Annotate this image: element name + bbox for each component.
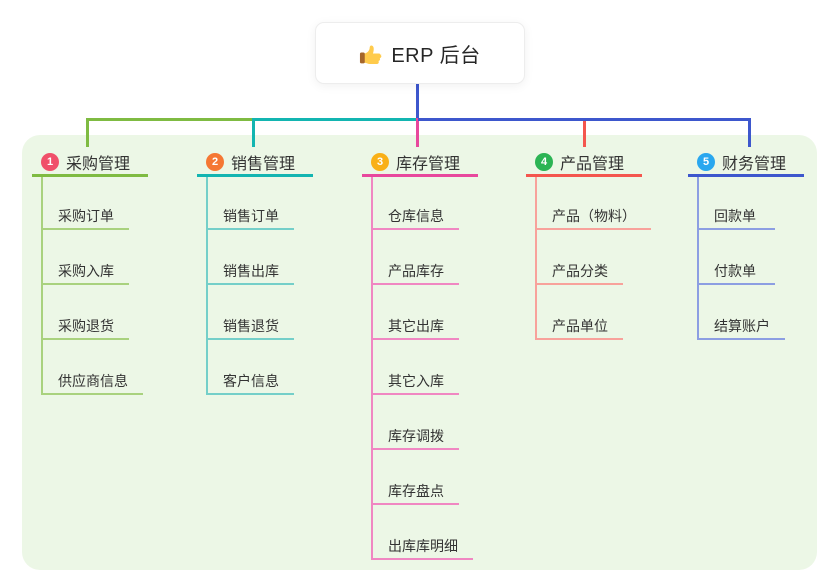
branch-bus-line: [252, 118, 421, 121]
child-underline: [206, 283, 294, 285]
branch-spine-line: [41, 177, 43, 395]
child-node[interactable]: 销售出库: [223, 263, 279, 279]
child-underline: [371, 393, 459, 395]
child-underline: [371, 283, 459, 285]
branch-spine-line: [371, 177, 373, 560]
branch-drop-line: [86, 121, 89, 147]
child-underline: [535, 338, 623, 340]
branch-title-underline: [526, 174, 642, 177]
child-node[interactable]: 客户信息: [223, 373, 279, 389]
child-underline: [206, 393, 294, 395]
child-underline: [371, 448, 459, 450]
child-node[interactable]: 付款单: [714, 263, 756, 279]
branch-number-badge: 5: [697, 153, 715, 171]
child-node[interactable]: 采购入库: [58, 263, 114, 279]
branch-node-4[interactable]: 4 产品管理: [535, 150, 624, 174]
branch-node-5[interactable]: 5 财务管理: [697, 150, 786, 174]
child-node[interactable]: 销售订单: [223, 208, 279, 224]
child-node[interactable]: 采购订单: [58, 208, 114, 224]
child-node[interactable]: 采购退货: [58, 318, 114, 334]
branch-title: 采购管理: [66, 156, 131, 173]
branch-number-badge: 2: [206, 153, 224, 171]
child-node[interactable]: 回款单: [714, 208, 756, 224]
child-node[interactable]: 供应商信息: [58, 373, 128, 389]
child-underline: [371, 503, 459, 505]
branch-title-underline: [197, 174, 313, 177]
child-underline: [371, 338, 459, 340]
root-title: ERP 后台: [391, 44, 481, 67]
child-node[interactable]: 产品库存: [388, 263, 444, 279]
branch-bus-line: [418, 118, 751, 121]
child-underline: [697, 228, 775, 230]
branch-spine-line: [206, 177, 208, 395]
child-underline: [697, 283, 775, 285]
child-underline: [371, 558, 473, 560]
thumbs-up-icon: [359, 42, 382, 65]
child-node[interactable]: 出库库明细: [388, 538, 458, 554]
child-underline: [41, 283, 129, 285]
child-node[interactable]: 其它入库: [388, 373, 444, 389]
child-node[interactable]: 其它出库: [388, 318, 444, 334]
child-underline: [697, 338, 785, 340]
branch-title: 销售管理: [231, 156, 296, 173]
branch-title-underline: [362, 174, 478, 177]
child-node[interactable]: 库存盘点: [388, 483, 444, 499]
child-underline: [41, 393, 143, 395]
branch-spine-line: [535, 177, 537, 340]
child-node[interactable]: 结算账户: [714, 318, 770, 334]
branch-title: 产品管理: [560, 156, 625, 173]
child-underline: [371, 228, 459, 230]
child-node[interactable]: 库存调拨: [388, 428, 444, 444]
child-underline: [41, 338, 129, 340]
branch-drop-line: [416, 121, 419, 147]
branch-drop-line: [252, 121, 255, 147]
child-underline: [535, 228, 651, 230]
child-underline: [206, 228, 294, 230]
mindmap-panel: [22, 135, 817, 570]
branch-number-badge: 3: [371, 153, 389, 171]
child-node[interactable]: 产品单位: [552, 318, 608, 334]
branch-number-badge: 4: [535, 153, 553, 171]
child-node[interactable]: 产品（物料）: [552, 208, 636, 224]
branch-number-badge: 1: [41, 153, 59, 171]
branch-title-underline: [32, 174, 148, 177]
child-underline: [41, 228, 129, 230]
branch-node-1[interactable]: 1 采购管理: [41, 150, 130, 174]
branch-title: 财务管理: [722, 156, 787, 173]
branch-drop-line: [748, 121, 751, 147]
child-node[interactable]: 仓库信息: [388, 208, 444, 224]
child-node[interactable]: 销售退货: [223, 318, 279, 334]
branch-node-3[interactable]: 3 库存管理: [371, 150, 460, 174]
branch-drop-line: [583, 121, 586, 147]
child-underline: [206, 338, 294, 340]
root-stem-line: [416, 82, 419, 121]
child-underline: [535, 283, 623, 285]
child-node[interactable]: 产品分类: [552, 263, 608, 279]
branch-title-underline: [688, 174, 804, 177]
branch-node-2[interactable]: 2 销售管理: [206, 150, 295, 174]
branch-title: 库存管理: [396, 156, 461, 173]
branch-spine-line: [697, 177, 699, 340]
root-node[interactable]: ERP 后台: [315, 22, 525, 84]
